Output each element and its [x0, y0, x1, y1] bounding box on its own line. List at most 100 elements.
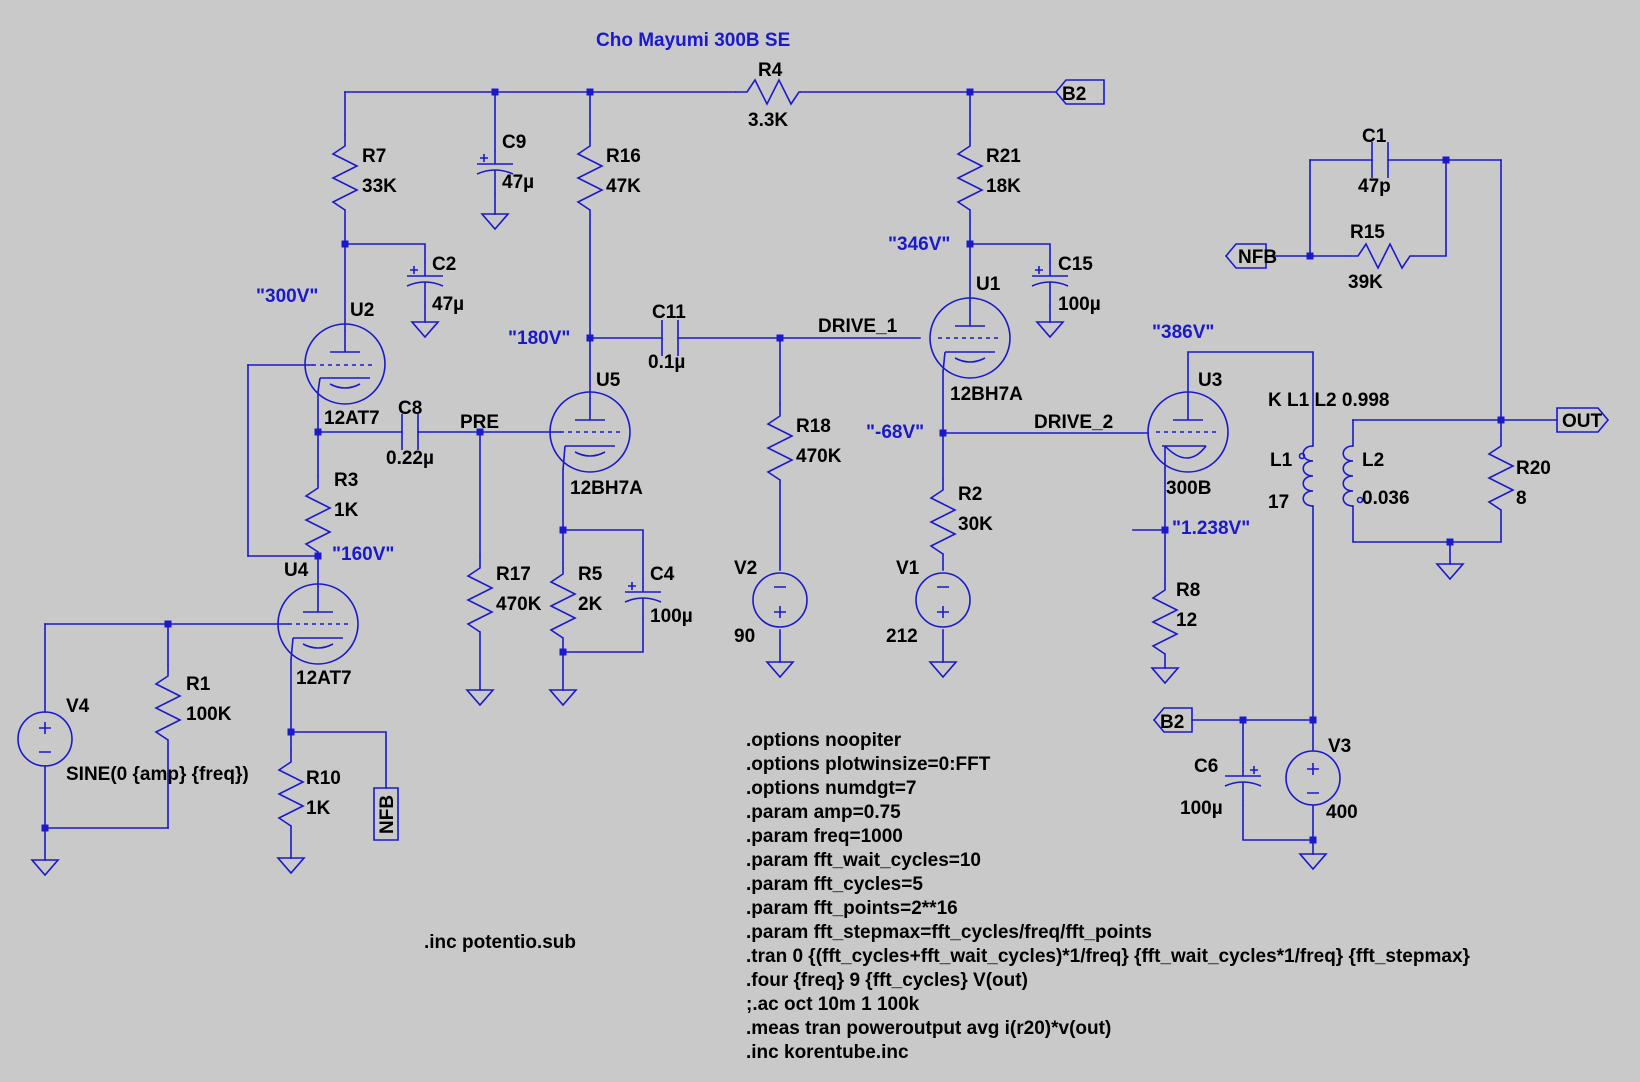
r17-value: 470K [496, 594, 542, 615]
l1-name: L1 [1270, 450, 1293, 471]
r8-value: 12 [1176, 610, 1197, 631]
r1-value: 100K [186, 704, 232, 725]
capacitors [401, 142, 1389, 806]
r15-value: 39K [1348, 272, 1383, 293]
spice-directive-line: .meas tran poweroutput avg i(r20)*v(out) [746, 1018, 1111, 1039]
resistor-r5-symbol [549, 562, 577, 639]
flag-nfb-bottom-outline [373, 787, 399, 841]
flag-nfb-right-text: NFB [1238, 247, 1277, 268]
flag-nfb-right-outline [1224, 243, 1267, 269]
flag-nfb-bottom-text: NFB [377, 795, 398, 834]
c2-value: 47µ [432, 294, 464, 315]
resistor-r7-symbol [331, 134, 359, 211]
source-v3-symbol [1285, 750, 1341, 806]
r21-name: R21 [986, 146, 1021, 167]
v1-value: 212 [886, 626, 918, 647]
tube-u3-symbol [1147, 391, 1229, 473]
inc-potentio-directive: .inc potentio.sub [424, 932, 576, 953]
resistor-r18-symbol [766, 404, 794, 481]
resistors [154, 78, 1515, 827]
r2-value: 30K [958, 514, 993, 535]
v2-name: V2 [734, 558, 757, 579]
flag-b2-top-text: B2 [1062, 84, 1086, 105]
r18-name: R18 [796, 416, 831, 437]
c8-value: 0.22µ [386, 448, 434, 469]
net-drive1: DRIVE_1 [818, 316, 898, 337]
coupling-directive: K L1 L2 0.998 [1268, 390, 1389, 411]
wires [44, 91, 1558, 861]
r4-value: 3.3K [748, 110, 788, 131]
u2-value: 12AT7 [324, 408, 380, 429]
source-v2-symbol [752, 572, 808, 628]
c6-value: 100µ [1180, 798, 1223, 819]
spice-directive-line: .param fft_stepmax=fft_cycles/freq/fft_p… [746, 922, 1152, 943]
r7-value: 33K [362, 176, 397, 197]
resistor-r16-symbol [576, 134, 604, 211]
labels: Cho Mayumi 300B SE R4 3.3K R7 33K C9 47µ… [66, 30, 1603, 1063]
tubes [277, 297, 1229, 665]
flag-b2-bottom-text: B2 [1160, 712, 1184, 733]
r2-name: R2 [958, 484, 982, 505]
c4-value: 100µ [650, 606, 693, 627]
v4-value: SINE(0 {amp} {freq}) [66, 764, 249, 785]
spice-directive-line: .param freq=1000 [746, 826, 903, 847]
l2-name: L2 [1362, 450, 1384, 471]
resistor-r17-symbol [466, 556, 494, 633]
spice-directives: .options noopiter.options plotwinsize=0:… [746, 730, 1471, 1063]
u5-name: U5 [596, 370, 621, 391]
c9-name: C9 [502, 132, 526, 153]
capacitor-c11-symbol [661, 320, 679, 356]
v4-name: V4 [66, 696, 90, 717]
v3-value: 400 [1326, 802, 1358, 823]
capacitor-c8-symbol [401, 414, 419, 450]
net-flags [373, 79, 1610, 841]
source-v1-symbol [915, 572, 971, 628]
spice-directive-line: .param amp=0.75 [746, 802, 901, 823]
u4-value: 12AT7 [296, 668, 352, 689]
u5-value: 12BH7A [570, 478, 643, 499]
voltage-180v: "180V" [508, 328, 570, 349]
u1-name: U1 [976, 274, 1001, 295]
voltage-1238v: "1.238V" [1172, 518, 1250, 539]
spice-directive-line: .options noopiter [746, 730, 902, 751]
spice-directive-line: .param fft_cycles=5 [746, 874, 923, 895]
resistor-r2-symbol [929, 478, 957, 555]
u3-name: U3 [1198, 370, 1222, 391]
voltage-160v: "160V" [332, 544, 394, 565]
tube-u4-symbol [277, 583, 359, 665]
sources [17, 572, 1341, 806]
c15-name: C15 [1058, 254, 1093, 275]
r10-value: 1K [306, 798, 331, 819]
net-drive2: DRIVE_2 [1034, 412, 1113, 433]
c1-name: C1 [1362, 126, 1387, 147]
tube-u5-symbol [549, 391, 631, 473]
transformer [1298, 445, 1364, 507]
r17-name: R17 [496, 564, 531, 585]
r4-name: R4 [758, 60, 783, 81]
u1-value: 12BH7A [950, 384, 1023, 405]
capacitor-c1-symbol [1371, 142, 1389, 178]
r20-value: 8 [1516, 488, 1527, 509]
r15-name: R15 [1350, 222, 1385, 243]
v1-name: V1 [896, 558, 920, 579]
v2-value: 90 [734, 626, 755, 647]
voltage-neg68v: "-68V" [866, 422, 924, 443]
c11-value: 0.1µ [648, 352, 685, 373]
schematic-title: Cho Mayumi 300B SE [596, 30, 790, 51]
v3-name: V3 [1328, 736, 1351, 757]
c1-value: 47p [1358, 176, 1391, 197]
u4-name: U4 [284, 560, 309, 581]
resistor-r15-symbol [1346, 242, 1414, 270]
resistor-r1-symbol [154, 664, 182, 741]
net-pre: PRE [460, 412, 499, 433]
r3-value: 1K [334, 500, 359, 521]
capacitor-c2-symbol [406, 262, 444, 306]
c9-value: 47µ [502, 172, 534, 193]
voltage-300v: "300V" [256, 286, 318, 307]
tube-u1-symbol [929, 297, 1011, 379]
inductor-l2-symbol [1342, 445, 1354, 507]
l2-value: 0.036 [1362, 488, 1410, 509]
resistor-r10-symbol [277, 750, 305, 827]
r21-value: 18K [986, 176, 1021, 197]
capacitor-c6-symbol [1224, 762, 1262, 806]
